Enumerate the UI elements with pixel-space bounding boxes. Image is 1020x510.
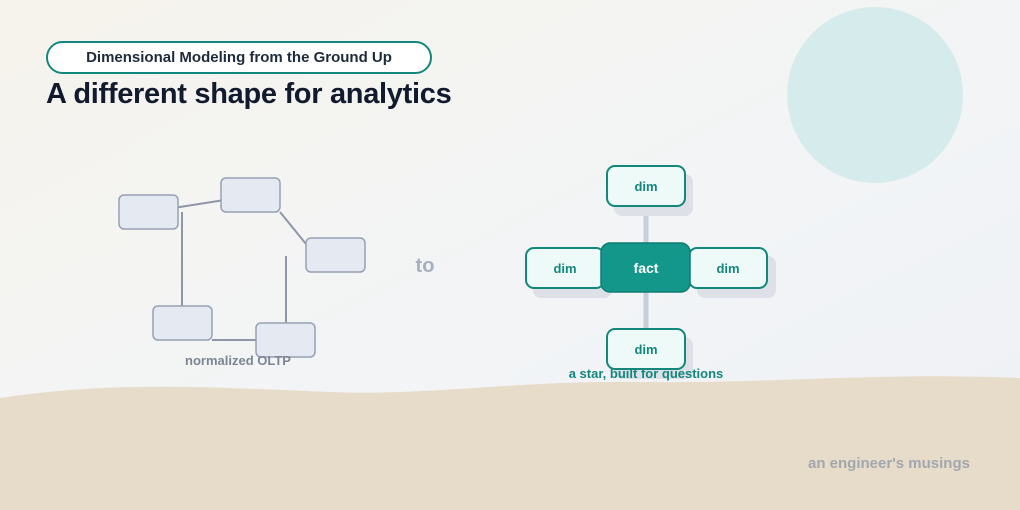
dim-label: dim (553, 261, 576, 276)
signature: an engineer's musings (808, 455, 970, 472)
oltp-caption: normalized OLTP (185, 353, 291, 368)
oltp-table-box (152, 305, 213, 341)
oltp-table-box (255, 322, 316, 358)
oltp-diagram: normalized OLTP (118, 177, 366, 368)
series-label: Dimensional Modeling from the Ground Up (46, 41, 432, 74)
sand-dune (0, 376, 1020, 510)
sun-circle (787, 7, 963, 183)
dim-label: dim (634, 179, 657, 194)
oltp-table-box (220, 177, 281, 213)
transition-word: to (416, 255, 435, 277)
dim-label: dim (634, 342, 657, 357)
oltp-link (279, 211, 307, 245)
star-caption: a star, built for questions (569, 366, 724, 381)
fact-box: fact (600, 242, 691, 293)
dim-top: dim (606, 165, 686, 207)
dim-bottom: dim (606, 328, 686, 370)
star-schema: dim dim dim dim fact a star, built for q… (525, 165, 776, 381)
dim-label: dim (716, 261, 739, 276)
page-title: A different shape for analytics (46, 78, 452, 110)
oltp-table-box (305, 237, 366, 273)
dim-right: dim (688, 247, 768, 289)
dim-left: dim (525, 247, 605, 289)
fact-label: fact (634, 260, 659, 276)
oltp-table-box (118, 194, 179, 230)
